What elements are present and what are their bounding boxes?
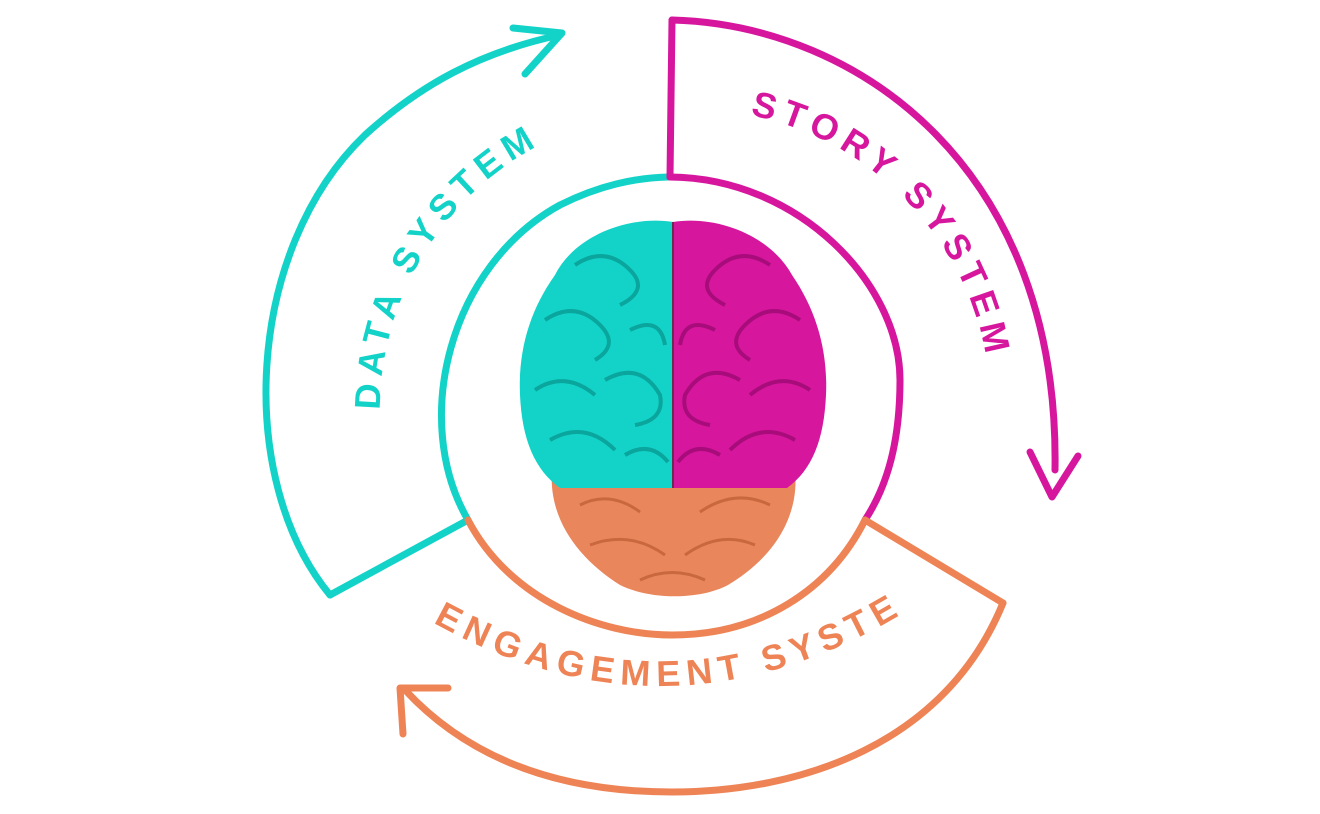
engagement-system-outer-arc (401, 599, 1007, 796)
story-system-top-connector (666, 16, 676, 181)
story-system-arrowhead (1026, 448, 1082, 501)
brain-left-hemisphere (519, 220, 673, 489)
brain-lower-region (551, 470, 796, 597)
data-system-inner-arc (438, 173, 672, 524)
story-system-outer-arc (668, 16, 1059, 474)
data-system-outer-arc (262, 31, 564, 599)
brain-icon (519, 220, 827, 597)
engagement-system-arrowhead (396, 684, 452, 738)
data-system-connector (326, 516, 472, 599)
brain-lower-folds (579, 496, 771, 582)
engagement-system: ENGAGEMENT SYSTEM (0, 0, 1007, 796)
engagement-system-connector (861, 516, 1007, 607)
story-system-inner-arc (666, 173, 904, 524)
brain-right-hemisphere (673, 220, 827, 489)
data-system-arrowhead (509, 24, 566, 78)
brain-left-folds (533, 254, 670, 464)
brain-right-folds (676, 254, 812, 464)
engagement-system-inner-arc (464, 516, 869, 639)
